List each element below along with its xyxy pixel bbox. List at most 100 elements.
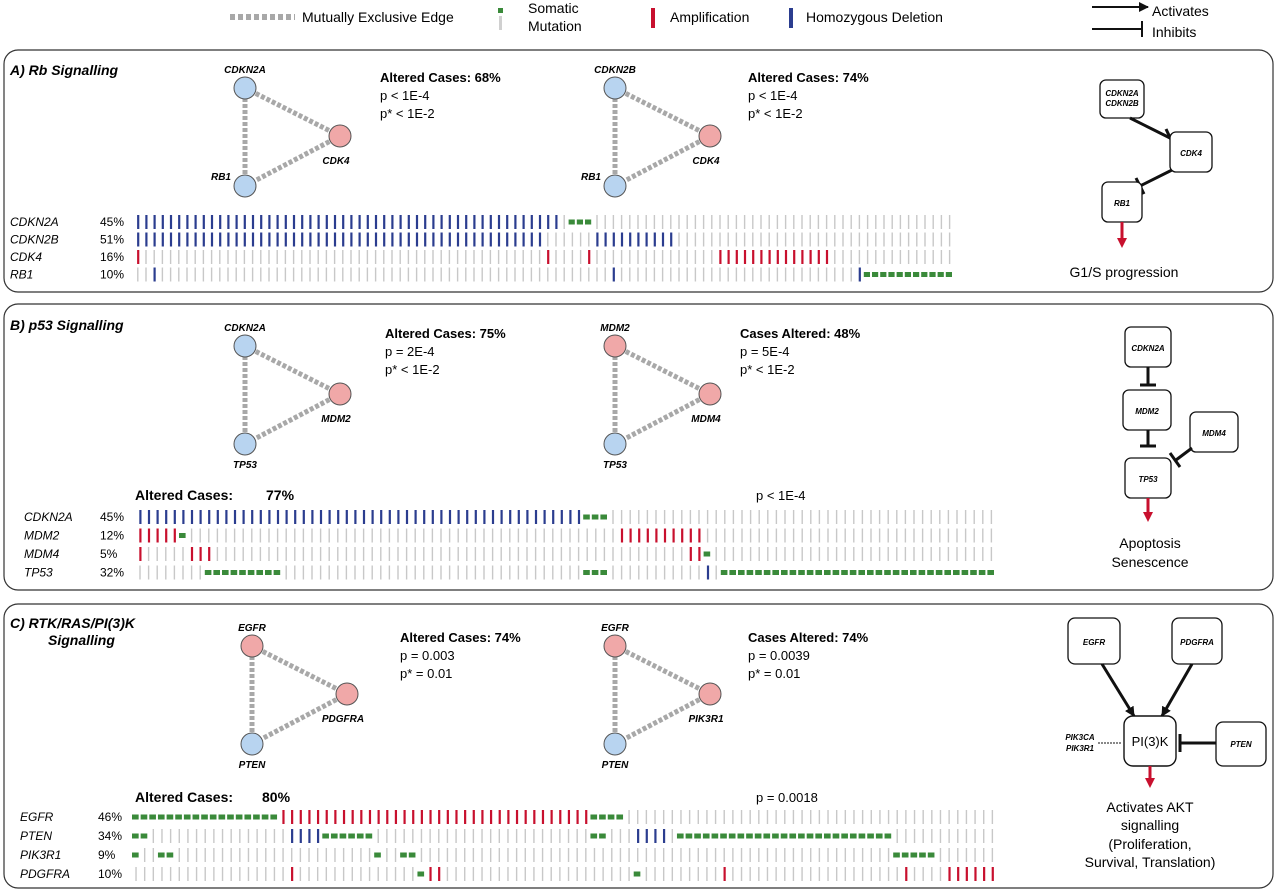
amplification-cell — [368, 810, 372, 824]
empty-cell — [896, 510, 898, 524]
p-star-stat: p* = 0.01 — [400, 666, 452, 681]
deletion-cell — [227, 215, 230, 229]
empty-cell — [689, 565, 692, 580]
deletion-cell — [517, 510, 520, 524]
deletion-cell — [509, 510, 512, 524]
mutation-cell — [253, 814, 260, 820]
empty-cell — [497, 267, 500, 282]
empty-cell — [515, 848, 518, 862]
empty-cell — [350, 250, 352, 264]
empty-cell — [930, 547, 932, 561]
empty-cell — [827, 867, 829, 881]
gene-node-label: PDGFRA — [322, 714, 364, 725]
amplification-cell — [308, 810, 311, 824]
deletion-cell — [325, 215, 328, 229]
deletion-cell — [662, 829, 666, 843]
deletion-cell — [216, 510, 219, 524]
empty-cell — [391, 267, 393, 282]
deletion-cell — [225, 510, 228, 524]
amplification-cell — [342, 810, 346, 824]
gene-node — [233, 76, 257, 100]
gene-node-label: MDM2 — [321, 414, 351, 425]
empty-cell — [740, 867, 743, 881]
deletion-cell — [178, 215, 181, 229]
deletion-cell — [645, 829, 648, 843]
gene-node — [698, 382, 722, 406]
deletion-cell — [448, 215, 451, 229]
empty-cell — [983, 848, 985, 862]
amplification-cell — [455, 810, 458, 824]
empty-cell — [473, 267, 475, 282]
empty-cell — [423, 547, 425, 561]
mutation-cell — [841, 570, 848, 575]
mutation-cell — [256, 570, 263, 575]
mutation-cell — [789, 570, 797, 575]
empty-cell — [563, 215, 565, 229]
empty-cell — [268, 547, 270, 561]
empty-cell — [732, 528, 735, 543]
empty-cell — [235, 267, 237, 282]
empty-cell — [714, 848, 717, 862]
pathway-node-cdk4 — [1169, 131, 1213, 173]
mutation-cell — [987, 570, 994, 575]
empty-cell — [870, 810, 872, 824]
amplification-cell — [629, 528, 632, 543]
amplification-cell — [541, 810, 545, 824]
empty-cell — [242, 547, 244, 561]
empty-cell — [990, 510, 993, 524]
empty-cell — [896, 867, 898, 881]
empty-cell — [678, 215, 680, 229]
deletion-cell — [242, 510, 245, 524]
empty-cell — [784, 547, 786, 561]
empty-cell — [619, 867, 622, 881]
deletion-cell — [147, 510, 151, 524]
pathway-node-cdkn2a-cdkn2b — [1099, 79, 1145, 119]
empty-cell — [135, 867, 137, 881]
deletion-cell — [301, 232, 304, 247]
mutation-cell — [720, 570, 728, 575]
empty-cell — [345, 547, 348, 561]
deletion-cell — [210, 232, 214, 247]
mutation-cell — [600, 570, 607, 575]
empty-cell — [905, 810, 907, 824]
empty-cell — [507, 867, 509, 881]
pathway-label-pi3k: PI(3)K — [1132, 734, 1169, 749]
empty-cell — [292, 250, 295, 264]
amplification-cell — [752, 250, 755, 264]
legend-mutation-swatch — [498, 8, 503, 13]
deletion-cell — [473, 215, 476, 229]
empty-cell — [916, 232, 918, 247]
empty-cell — [776, 267, 779, 282]
empty-cell — [302, 528, 305, 543]
empty-cell — [850, 267, 852, 282]
deletion-cell — [456, 215, 460, 229]
mutation-cell — [417, 871, 425, 877]
empty-cell — [524, 848, 526, 862]
empty-cell — [801, 848, 803, 862]
mutation-cell — [904, 272, 911, 277]
empty-cell — [891, 250, 893, 264]
panel-c-frame — [3, 603, 1274, 889]
empty-cell — [448, 528, 451, 543]
mutation-cell — [685, 833, 693, 839]
empty-cell — [464, 848, 466, 862]
empty-cell — [517, 528, 520, 543]
empty-cell — [850, 250, 852, 264]
empty-cell — [526, 565, 528, 580]
deletion-cell — [637, 829, 640, 843]
empty-cell — [153, 250, 155, 264]
deletion-cell — [309, 215, 312, 229]
empty-cell — [749, 547, 752, 561]
empty-cell — [921, 528, 924, 543]
legend-mutation-label: Mutation — [528, 18, 582, 34]
empty-cell — [732, 810, 734, 824]
empty-cell — [947, 528, 950, 543]
empty-cell — [982, 528, 984, 543]
empty-cell — [907, 250, 910, 264]
empty-cell — [446, 867, 449, 881]
empty-cell — [507, 829, 509, 843]
empty-cell — [446, 829, 449, 843]
amplification-cell — [325, 810, 328, 824]
empty-cell — [276, 547, 279, 561]
